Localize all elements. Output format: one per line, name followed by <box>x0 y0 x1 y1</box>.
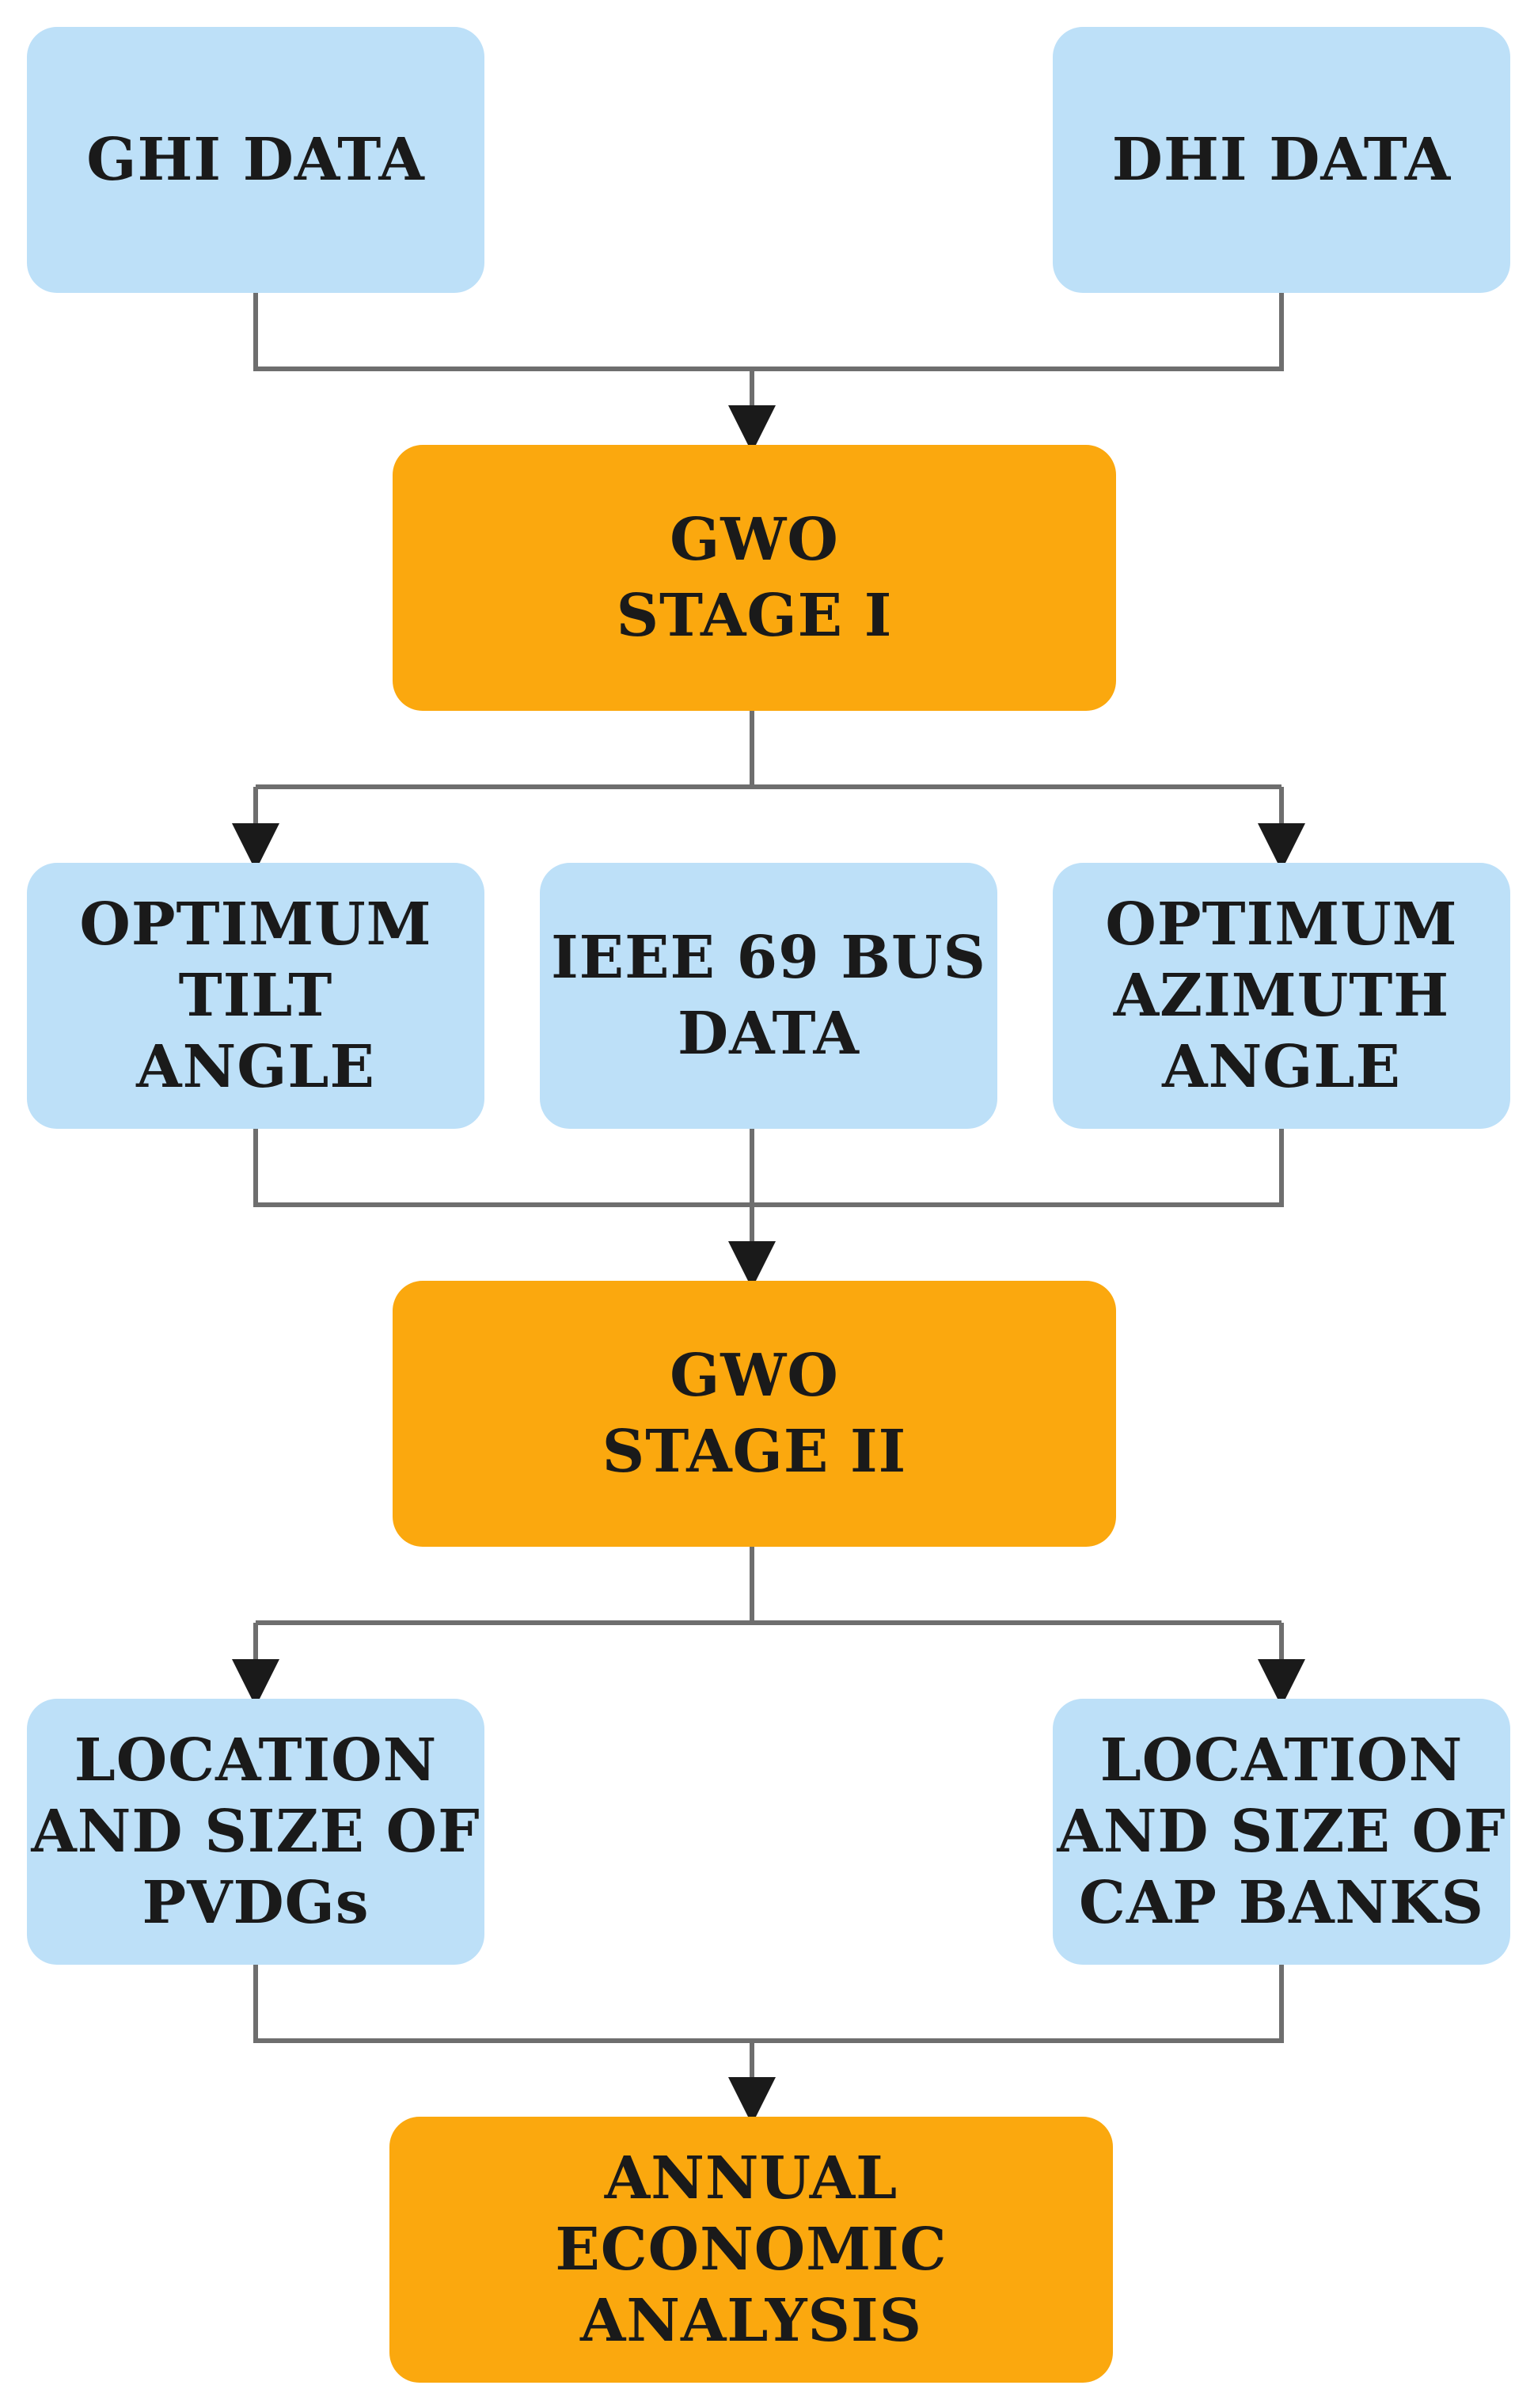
gwo-stage-2-box: GWO STAGE II <box>393 1281 1116 1547</box>
optimum-tilt-line-1: OPTIMUM <box>79 891 432 959</box>
optimum-azimuth-angle-box: OPTIMUM AZIMUTH ANGLE <box>1053 863 1510 1129</box>
ghi-data-label: GHI DATA <box>86 126 425 194</box>
ghi-data-box: GHI DATA <box>27 27 484 293</box>
pvdg-location-size-box: LOCATION AND SIZE OF PVDGs <box>27 1699 484 1965</box>
optimum-azimuth-line-2: AZIMUTH <box>1113 962 1450 1030</box>
annual-line-3: ANALYSIS <box>579 2287 923 2355</box>
gwo-stage-1-box: GWO STAGE I <box>393 445 1116 711</box>
connector-ghi-to-stage1 <box>253 293 1284 371</box>
gwo-stage-1-line-2: STAGE I <box>616 582 893 650</box>
connector-middle-row-merge <box>253 1129 1284 1207</box>
gwo-stage-2-line-2: STAGE II <box>602 1418 907 1486</box>
optimum-azimuth-line-1: OPTIMUM <box>1105 891 1458 959</box>
dhi-data-label: DHI DATA <box>1111 126 1452 194</box>
annual-line-1: ANNUAL <box>604 2144 898 2212</box>
pvdg-line-1: LOCATION <box>74 1726 438 1795</box>
connector-bottom-row-merge <box>253 1965 1284 2043</box>
cap-line-3: CAP BANKS <box>1078 1869 1485 1937</box>
cap-banks-location-size-box: LOCATION AND SIZE OF CAP BANKS <box>1053 1699 1510 1965</box>
optimum-tilt-angle-box: OPTIMUM TILT ANGLE <box>27 863 484 1129</box>
annual-line-2: ECONOMIC <box>555 2216 947 2284</box>
ieee-line-1: IEEE 69 BUS <box>551 924 986 992</box>
pvdg-line-2: AND SIZE OF <box>31 1798 480 1866</box>
dhi-data-box: DHI DATA <box>1053 27 1510 293</box>
optimum-azimuth-line-3: ANGLE <box>1162 1033 1401 1101</box>
ieee-69-bus-data-box: IEEE 69 BUS DATA <box>540 863 997 1129</box>
cap-line-1: LOCATION <box>1099 1726 1464 1795</box>
annual-economic-analysis-box: ANNUAL ECONOMIC ANALYSIS <box>389 2117 1113 2383</box>
pvdg-line-3: PVDGs <box>142 1869 370 1937</box>
ieee-line-2: DATA <box>678 1000 860 1068</box>
optimum-tilt-line-2: TILT <box>178 962 333 1030</box>
gwo-stage-1-line-1: GWO <box>670 506 839 574</box>
cap-line-2: AND SIZE OF <box>1057 1798 1506 1866</box>
optimum-tilt-line-3: ANGLE <box>136 1033 375 1101</box>
gwo-stage-2-line-1: GWO <box>670 1342 839 1410</box>
